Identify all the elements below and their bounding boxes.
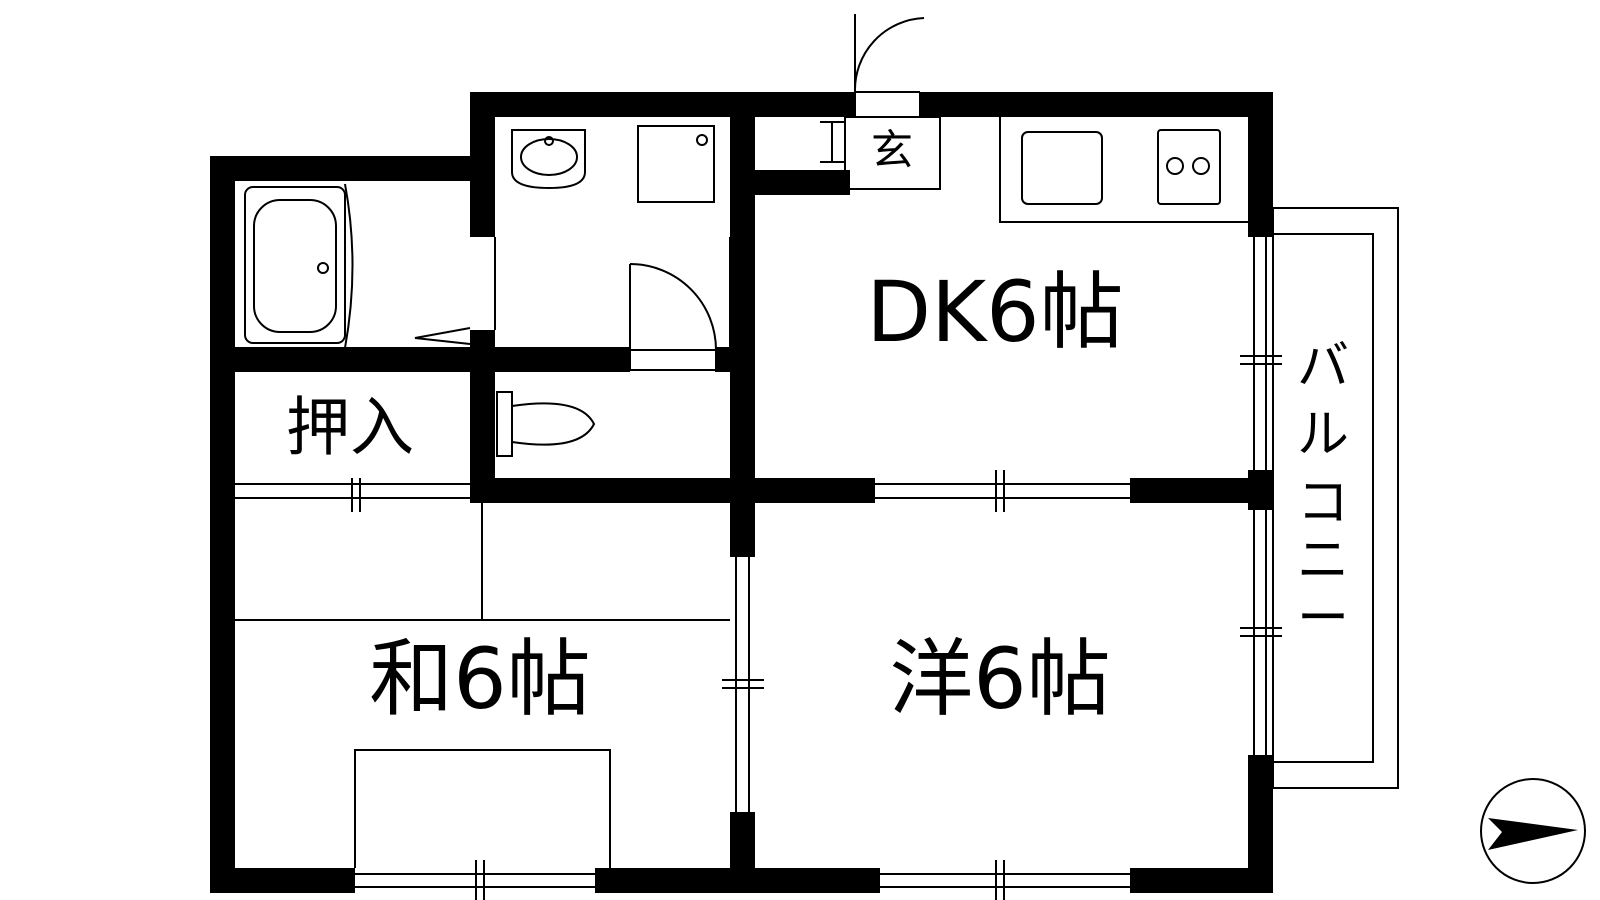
kitchen [999, 117, 1248, 223]
entrance [820, 14, 941, 190]
north-arrow-icon [1480, 778, 1586, 884]
kitchen-counter [999, 117, 1248, 223]
gas-stove-icon [1157, 129, 1221, 205]
kitchen-sink-icon [1021, 131, 1103, 205]
balcony-label-char: ー [1297, 589, 1349, 649]
room-label-youshitsu: 洋6帖 [889, 630, 1110, 728]
balcony-label-char: バ [1297, 337, 1349, 397]
washroom-door [629, 263, 717, 371]
washbasin-icon [511, 129, 586, 190]
interior-walls [210, 117, 1273, 893]
balcony-label: バ ル コ ニ ー [1297, 337, 1349, 649]
balcony [1272, 207, 1399, 789]
balcony-label-char: コ [1297, 473, 1349, 533]
room-label-oshiire: 押入 [286, 392, 414, 466]
bathtub-icon [244, 183, 471, 349]
toilet [496, 391, 596, 457]
toilet-icon [496, 391, 596, 457]
washing-machine-pan-icon [637, 125, 715, 203]
balcony-label-char: ニ [1297, 531, 1349, 591]
tatami-lines [235, 503, 730, 868]
windows [235, 237, 1282, 900]
washroom [511, 125, 717, 371]
room-label-dk: DK6帖 [866, 263, 1123, 361]
room-label-washitsu: 和6帖 [369, 630, 590, 728]
balcony-label-char: ル [1297, 405, 1349, 465]
room-label-genkan: 玄 [871, 126, 913, 175]
bathroom [244, 183, 471, 349]
